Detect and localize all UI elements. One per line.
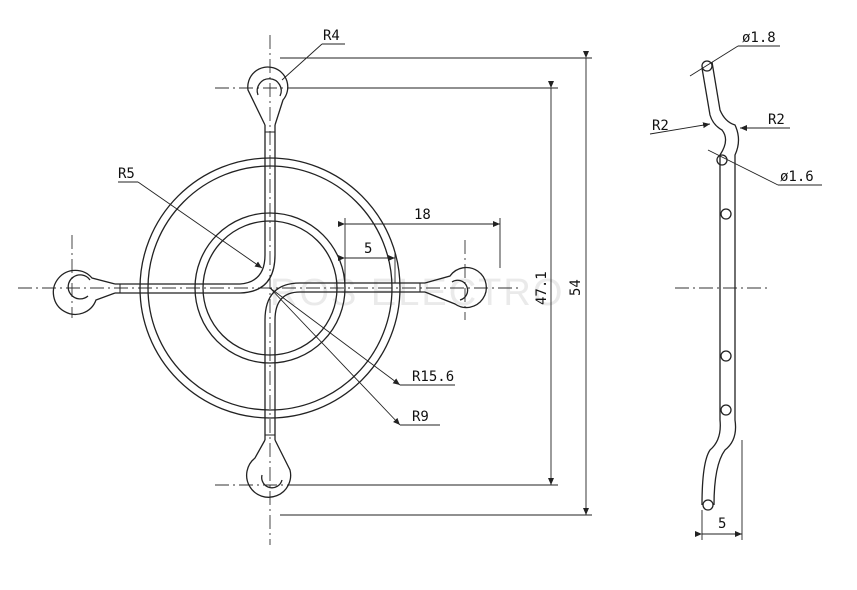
r5-leader: [137, 181, 263, 269]
left-mounting-loop-inner: [67, 274, 91, 300]
r5-label: R5: [118, 166, 135, 182]
right-mounting-loop: [424, 266, 487, 309]
top-spoke: [115, 125, 266, 285]
right-mounting-loop-inner: [451, 279, 469, 301]
dim-47-1-label: 47.1: [534, 271, 550, 305]
inner-ring-inner-edge: [202, 220, 338, 356]
side-view: ø1.8 R2 R2 ø1.6 5: [649, 30, 822, 540]
dia1-8-label: ø1.8: [742, 30, 776, 46]
dia1-6-leader: [707, 149, 779, 186]
side-profile-left: [701, 67, 727, 506]
side-profile-right: [711, 61, 740, 506]
r4-leader: [281, 43, 323, 81]
dia1-6-label: ø1.6: [780, 169, 814, 185]
dim-5-label: 5: [364, 241, 372, 257]
top-mounting-loop: [247, 66, 289, 126]
r9-leader: [269, 287, 401, 426]
r4-label: R4: [323, 28, 340, 44]
r2-left-leader: [649, 122, 711, 135]
r15-6-label: R15.6: [412, 369, 454, 385]
top-mounting-loop-inner: [256, 78, 282, 97]
wire-end-bottom: [702, 499, 714, 511]
bottom-spoke-outer: [274, 291, 425, 440]
bottom-mounting-loop-inner: [261, 474, 283, 489]
r9-label: R9: [412, 409, 429, 425]
r15-6-leader: [269, 287, 401, 386]
r2-left-label: R2: [652, 118, 669, 134]
dim-18-label: 18: [414, 207, 431, 223]
watermark: ROS ELECTRO: [270, 272, 564, 314]
outer-ring-inner-edge: [147, 165, 393, 411]
top-spoke-outer: [115, 125, 276, 294]
left-mounting-loop: [52, 269, 116, 316]
ring-section: [720, 208, 732, 220]
bottom-mounting-loop: [246, 439, 292, 498]
outer-ring: [139, 157, 401, 419]
r2-right-label: R2: [768, 112, 785, 128]
dim-54-label: 54: [568, 279, 584, 296]
wire-end-top: [701, 60, 713, 72]
ring-section: [720, 404, 732, 416]
front-view: R4 R5 R15.6 R9 18 5 47.1 54: [18, 28, 592, 545]
inner-ring: [194, 212, 346, 364]
dia1-8-leader: [689, 45, 739, 77]
side-dim-5-label: 5: [718, 516, 726, 532]
ring-section: [720, 350, 732, 362]
